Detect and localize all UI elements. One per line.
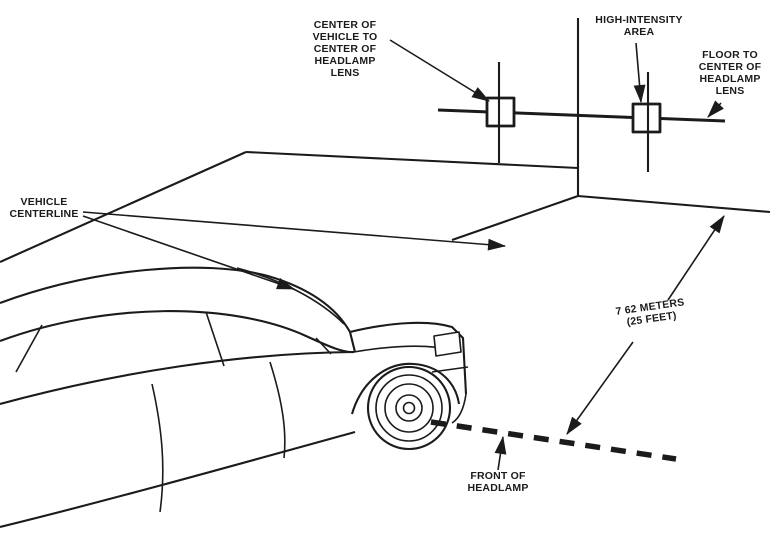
front-of-headlamp-dashed-line (430, 419, 677, 462)
car-front-bumper-corner (451, 393, 467, 424)
car-rocker-bottom (0, 430, 356, 529)
front-of-headlamp-arrow (494, 435, 507, 471)
car-window-divider (315, 337, 332, 355)
car-door-cut-front (269, 361, 286, 459)
car-bumper-line (431, 366, 469, 373)
car-door-cut-rear (151, 383, 164, 513)
floor-diagonal-to-car (451, 195, 579, 241)
distance-arrow-lower (566, 341, 634, 435)
distance-arrow-upper (667, 215, 725, 301)
car-roof-side-edge (0, 310, 355, 354)
car-beltline (0, 350, 355, 406)
vehicle-centerline-arrow-short (82, 215, 296, 290)
callout-arrows (82, 39, 725, 471)
car-roof-centerline-crease (236, 267, 345, 325)
aiming-wall (437, 18, 726, 196)
center-of-vehicle-label: CENTER OF VEHICLE TO CENTER OF HEADLAMP … (312, 19, 378, 79)
car-b-pillar (205, 311, 225, 367)
vehicle-drawing (0, 266, 469, 529)
floor-edge-left (245, 150, 579, 170)
floor-lines (0, 150, 770, 263)
right-target-square (631, 102, 662, 134)
floor-to-center-label: FLOOR TO CENTER OF HEADLAMP LENS (698, 49, 762, 97)
car-roof-top-edge (0, 266, 351, 333)
high-intensity-arrow (633, 42, 646, 104)
car-hood-and-front-corner (349, 321, 468, 395)
car-wheel-rim (384, 383, 434, 433)
floor-diagonal-left (0, 151, 247, 263)
center-of-vehicle-arrow (389, 39, 490, 102)
aiming-bar-line (437, 108, 726, 123)
car-headlamp-outline (433, 331, 462, 357)
vehicle-centerline-arrow-long (82, 211, 507, 251)
left-target-square (485, 96, 516, 128)
car-wheel-tire-inner (375, 374, 443, 442)
car-wheel-hub (395, 394, 423, 422)
car-a-pillar (348, 331, 357, 353)
car-wheel-center-cap (402, 401, 416, 415)
high-intensity-area-label: HIGH-INTENSITY AREA (595, 14, 683, 38)
car-c-pillar (15, 324, 43, 373)
floor-to-center-arrow (707, 100, 724, 118)
front-of-headlamp-label: FRONT OF HEADLAMP (467, 470, 529, 494)
vehicle-centerline-label: VEHICLE CENTERLINE (9, 196, 79, 220)
car-wheel-tire-outer (366, 365, 452, 451)
floor-edge-right (577, 194, 770, 214)
car-front-fender-arch (350, 362, 461, 415)
